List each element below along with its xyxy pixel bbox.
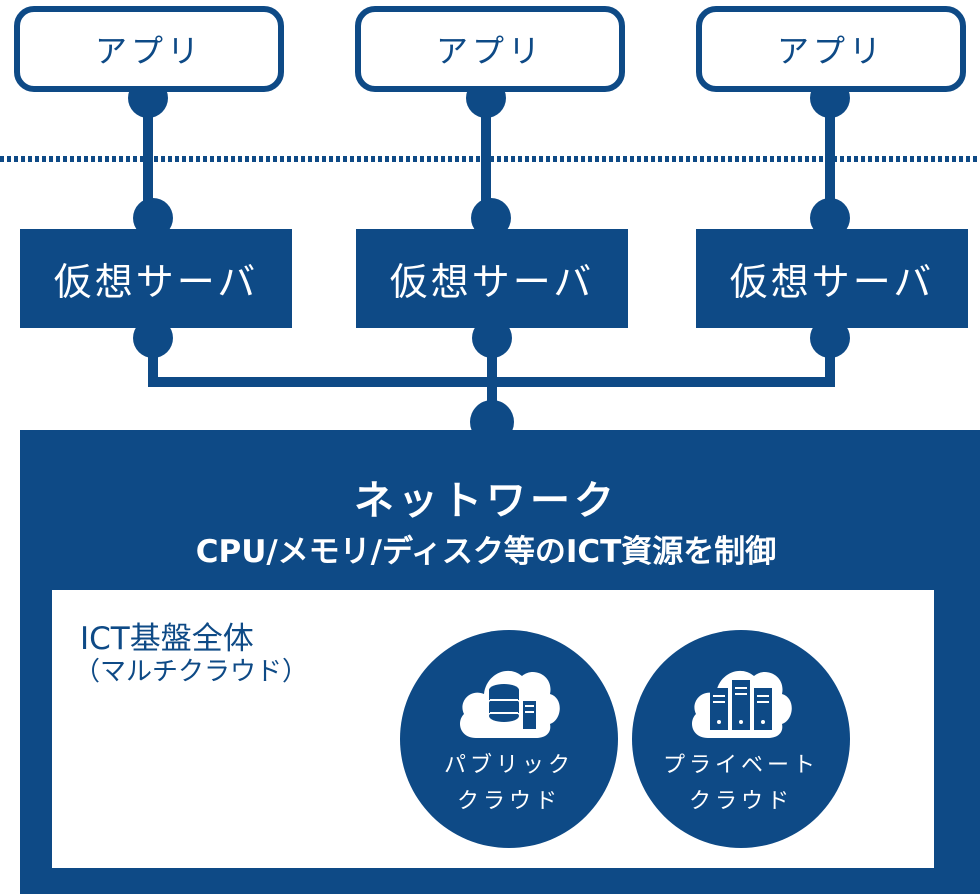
private-cloud-line2: クラウド <box>688 789 793 814</box>
app-label: アプリ <box>776 32 885 70</box>
app-label: アプリ <box>94 32 203 70</box>
virtual-server-label: 仮想サーバ <box>729 260 935 304</box>
ict-infrastructure-panel: ICT基盤全体 （マルチクラウド） <box>52 590 934 868</box>
virtual-server-label: 仮想サーバ <box>389 260 595 304</box>
server-rack-cloud-icon <box>692 670 792 738</box>
app-box: アプリ <box>14 6 284 92</box>
database-cloud-icon <box>460 670 560 738</box>
app-box: アプリ <box>355 6 625 92</box>
virtual-server-box: 仮想サーバ <box>20 229 292 328</box>
ict-label: ICT基盤全体 （マルチクラウド） <box>74 621 308 688</box>
private-cloud-line1: プライベート <box>662 753 819 778</box>
public-cloud-label: パブリック クラウド <box>400 748 618 820</box>
ict-title: ICT基盤全体 <box>80 621 254 657</box>
vs-2-top-connector <box>471 198 511 238</box>
private-cloud-label: プライベート クラウド <box>632 748 850 820</box>
app-box: アプリ <box>696 6 966 92</box>
virtual-server-box: 仮想サーバ <box>696 229 968 328</box>
public-cloud-circle: パブリック クラウド <box>400 630 618 848</box>
vs-3-top-connector <box>810 198 850 238</box>
ict-subtitle: （マルチクラウド） <box>74 656 309 687</box>
vs-2-bottom-connector <box>472 318 512 358</box>
vs-3-bottom-connector <box>810 318 850 358</box>
app-label: アプリ <box>435 32 544 70</box>
vs-1-top-connector <box>133 198 173 238</box>
virtual-server-box: 仮想サーバ <box>356 229 628 328</box>
vs-1-bottom-connector <box>133 318 173 358</box>
public-cloud-line1: パブリック <box>443 753 574 778</box>
network-title: ネットワーク <box>354 478 618 524</box>
network-subtitle: CPU/メモリ/ディスク等のICT資源を制御 <box>195 534 777 570</box>
network-block: ネットワーク CPU/メモリ/ディスク等のICT資源を制御 ICT基盤全体 （マ… <box>20 430 980 894</box>
virtual-server-label: 仮想サーバ <box>53 260 259 304</box>
private-cloud-circle: プライベート クラウド <box>632 630 850 848</box>
public-cloud-line2: クラウド <box>456 789 561 814</box>
